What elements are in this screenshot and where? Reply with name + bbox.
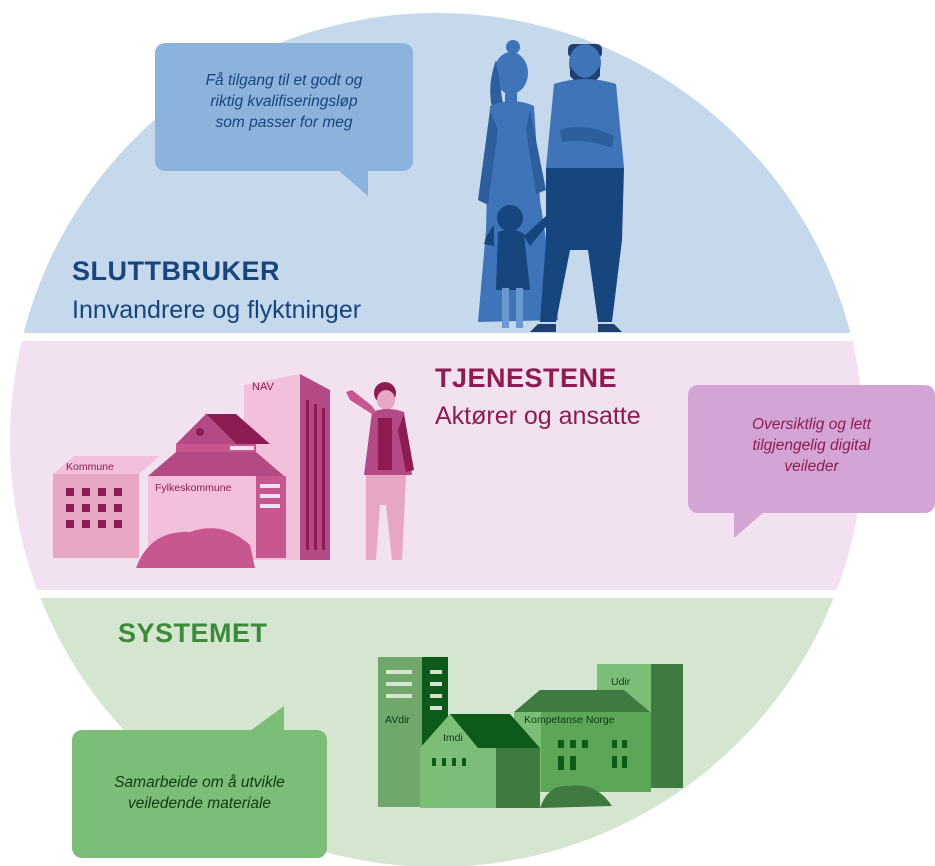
- bubble-line: Oversiktlig og lett: [752, 416, 871, 433]
- bubble-line: veiledende materiale: [127, 795, 272, 812]
- tjenestene-subtitle: Aktører og ansatte: [435, 402, 641, 430]
- sluttbruker-subtitle: Innvandrere og flyktninger: [72, 296, 362, 324]
- bubble-text-blue: Få tilgang til et godt og riktig kvalifi…: [155, 70, 413, 133]
- family-icon: [478, 40, 624, 332]
- bubble-line: riktig kvalifiseringsløp: [210, 93, 358, 110]
- label-avdir: AVdir: [385, 714, 410, 726]
- tjenestene-title: TJENESTENE: [435, 363, 618, 393]
- bubble-line: tilgjengelig digital: [752, 437, 871, 454]
- label-kommune: Kommune: [66, 461, 114, 473]
- worker-icon: [346, 382, 414, 560]
- agency-buildings-icon: [378, 657, 683, 808]
- speech-bubble-blue: [155, 43, 413, 196]
- bubble-text-purple: Oversiktlig og lett tilgjengelig digital…: [688, 414, 935, 477]
- label-imdi: Imdi: [443, 732, 463, 744]
- speech-bubble-purple: [688, 385, 935, 538]
- sluttbruker-title: SLUTTBRUKER: [72, 256, 280, 286]
- systemet-title: SYSTEMET: [118, 618, 268, 648]
- label-fylkeskommune: Fylkeskommune: [155, 482, 232, 494]
- bubble-text-green: Samarbeide om å utvikle veiledende mater…: [72, 772, 327, 814]
- bubble-line: veileder: [784, 458, 839, 475]
- bubble-line: Få tilgang til et godt og: [205, 72, 363, 89]
- label-kompetanse-norge: Kompetanse Norge: [524, 714, 615, 726]
- speech-bubble-green: [72, 706, 327, 858]
- municipal-buildings-icon: [53, 374, 330, 568]
- label-nav: NAV: [252, 381, 274, 393]
- bubble-line: som passer for meg: [215, 114, 353, 131]
- label-udir: Udir: [611, 676, 631, 688]
- bubble-line: Samarbeide om å utvikle: [114, 774, 285, 791]
